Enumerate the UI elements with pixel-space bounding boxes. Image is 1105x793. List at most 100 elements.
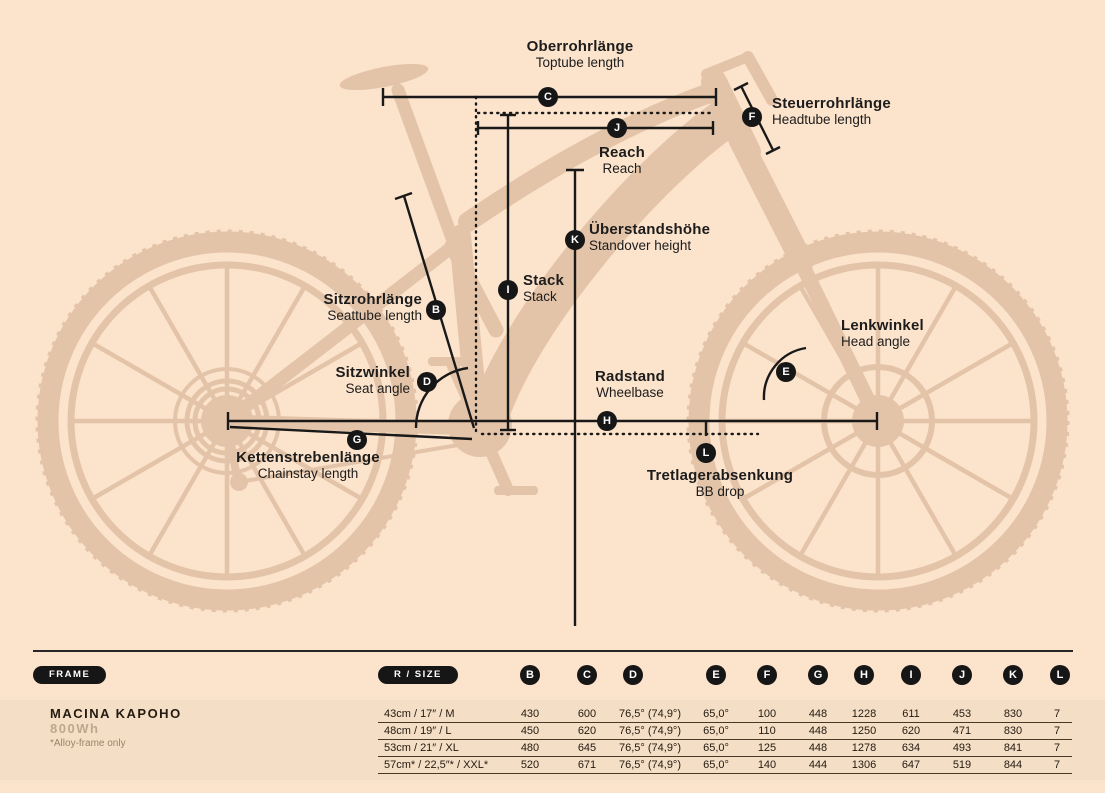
cell-B: 430	[520, 708, 540, 720]
divider-rule	[33, 650, 1073, 652]
badge-reach-J: J	[607, 118, 627, 138]
cell-H: 1306	[851, 759, 877, 771]
cell-E: 65,0°	[703, 742, 729, 754]
cell-L: 7	[1053, 759, 1061, 771]
label-standover: Überstandshöhe Standover height	[589, 221, 710, 254]
cell-L: 7	[1053, 708, 1061, 720]
cell-G: 448	[808, 725, 828, 737]
row-size-label: 57cm* / 22,5″* / XXL*	[384, 759, 489, 771]
table-row-size-xxl: 57cm* / 22,5″* / XXL* 520 671 76,5° (74,…	[378, 757, 1072, 774]
badge-headtube-F: F	[742, 107, 762, 127]
badge-headangle-E: E	[776, 362, 796, 382]
row-size-label: 43cm / 17″ / M	[384, 708, 455, 720]
cell-C: 645	[577, 742, 597, 754]
cell-F: 100	[757, 708, 777, 720]
cell-D: 76,5° (74,9°)	[619, 708, 681, 720]
cell-B: 520	[520, 759, 540, 771]
cell-I: 611	[902, 708, 920, 720]
cell-G: 448	[808, 708, 828, 720]
cell-D: 76,5° (74,9°)	[619, 759, 681, 771]
cell-K: 844	[1003, 759, 1023, 771]
label-headtube-de: Steuerrohrlänge	[772, 95, 891, 112]
label-seatangle-en: Seat angle	[345, 381, 410, 396]
model-info: MACINA KAPOHO 800Wh *Alloy-frame only	[50, 706, 182, 749]
label-standover-de: Überstandshöhe	[589, 221, 711, 238]
cell-F: 110	[758, 725, 776, 737]
col-badge-D: D	[623, 665, 643, 685]
badge-wheelbase-H: H	[597, 411, 617, 431]
cell-F: 140	[757, 759, 777, 771]
label-bbdrop-en: BB drop	[695, 484, 745, 499]
badge-seatangle-D: D	[417, 372, 437, 392]
col-badge-H: H	[854, 665, 874, 685]
frame-pill: FRAME	[33, 666, 107, 684]
badge-toptube-C: C	[538, 87, 558, 107]
cell-E: 65,0°	[703, 759, 729, 771]
size-pill: R / SIZE	[378, 666, 458, 684]
col-badge-G: G	[808, 665, 828, 685]
label-reach-en: Reach	[602, 161, 642, 176]
label-headangle: Lenkwinkel Head angle	[841, 317, 924, 350]
label-reach-de: Reach	[598, 144, 646, 161]
cell-C: 671	[577, 759, 597, 771]
label-headtube-en: Headtube length	[772, 112, 872, 127]
label-stack-de: Stack	[523, 272, 565, 289]
label-reach: Reach Reach	[547, 144, 697, 177]
table-row-size-xl: 53cm / 21″ / XL 480 645 76,5° (74,9°) 65…	[378, 740, 1072, 757]
cell-H: 1278	[851, 742, 877, 754]
table-row-size-m: 43cm / 17″ / M 430 600 76,5° (74,9°) 65,…	[378, 706, 1072, 723]
cell-D: 76,5° (74,9°)	[619, 725, 681, 737]
col-badge-F: F	[757, 665, 777, 685]
cell-C: 620	[577, 725, 597, 737]
label-seattube-en: Seattube length	[327, 308, 422, 323]
label-headtube: Steuerrohrlänge Headtube length	[772, 95, 891, 128]
row-size-label: 53cm / 21″ / XL	[384, 742, 459, 754]
model-battery: 800Wh	[50, 721, 100, 736]
label-seatangle: Sitzwinkel Seat angle	[270, 364, 410, 397]
label-seatangle-de: Sitzwinkel	[335, 364, 410, 381]
model-name: MACINA KAPOHO	[50, 706, 182, 721]
col-badge-K: K	[1003, 665, 1023, 685]
label-headangle-de: Lenkwinkel	[841, 317, 924, 334]
cell-L: 7	[1053, 742, 1061, 754]
label-chainstay-en: Chainstay length	[257, 466, 359, 481]
cell-J: 453	[952, 708, 972, 720]
col-badge-I: I	[901, 665, 921, 685]
label-seattube: Sitzrohrlänge Seattube length	[250, 291, 422, 324]
bike-geometry-diagram	[0, 51, 1105, 626]
label-toptube: Oberrohrlänge Toptube length	[455, 38, 705, 71]
badge-standover-K: K	[565, 230, 585, 250]
cell-G: 448	[808, 742, 828, 754]
cell-K: 841	[1003, 742, 1023, 754]
label-wheelbase-de: Radstand	[595, 368, 665, 385]
label-toptube-de: Oberrohrlänge	[526, 38, 634, 55]
cell-K: 830	[1003, 725, 1023, 737]
label-chainstay: Kettenstrebenlänge Chainstay length	[198, 449, 418, 482]
cell-D: 76,5° (74,9°)	[619, 742, 681, 754]
badge-bbdrop-L: L	[696, 443, 716, 463]
cell-I: 647	[901, 759, 921, 771]
cell-I: 620	[901, 725, 921, 737]
model-note: *Alloy-frame only	[50, 738, 126, 749]
label-bbdrop: Tretlagerabsenkung BB drop	[620, 467, 820, 500]
col-badge-J: J	[952, 665, 972, 685]
cell-J: 519	[952, 759, 972, 771]
badge-stack-I: I	[498, 280, 518, 300]
label-standover-en: Standover height	[589, 238, 692, 253]
cell-E: 65,0°	[703, 725, 729, 737]
badge-chainstay-G: G	[347, 430, 367, 450]
col-badge-B: B	[520, 665, 540, 685]
col-badge-E: E	[706, 665, 726, 685]
col-badge-C: C	[577, 665, 597, 685]
cell-B: 450	[520, 725, 540, 737]
cell-L: 7	[1053, 725, 1061, 737]
col-badge-L: L	[1050, 665, 1070, 685]
label-headangle-en: Head angle	[841, 334, 911, 349]
label-seattube-de: Sitzrohrlänge	[323, 291, 422, 308]
cell-I: 634	[901, 742, 921, 754]
cell-J: 493	[952, 742, 972, 754]
label-toptube-en: Toptube length	[535, 55, 625, 70]
cell-F: 125	[757, 742, 777, 754]
table-band	[0, 700, 1105, 780]
